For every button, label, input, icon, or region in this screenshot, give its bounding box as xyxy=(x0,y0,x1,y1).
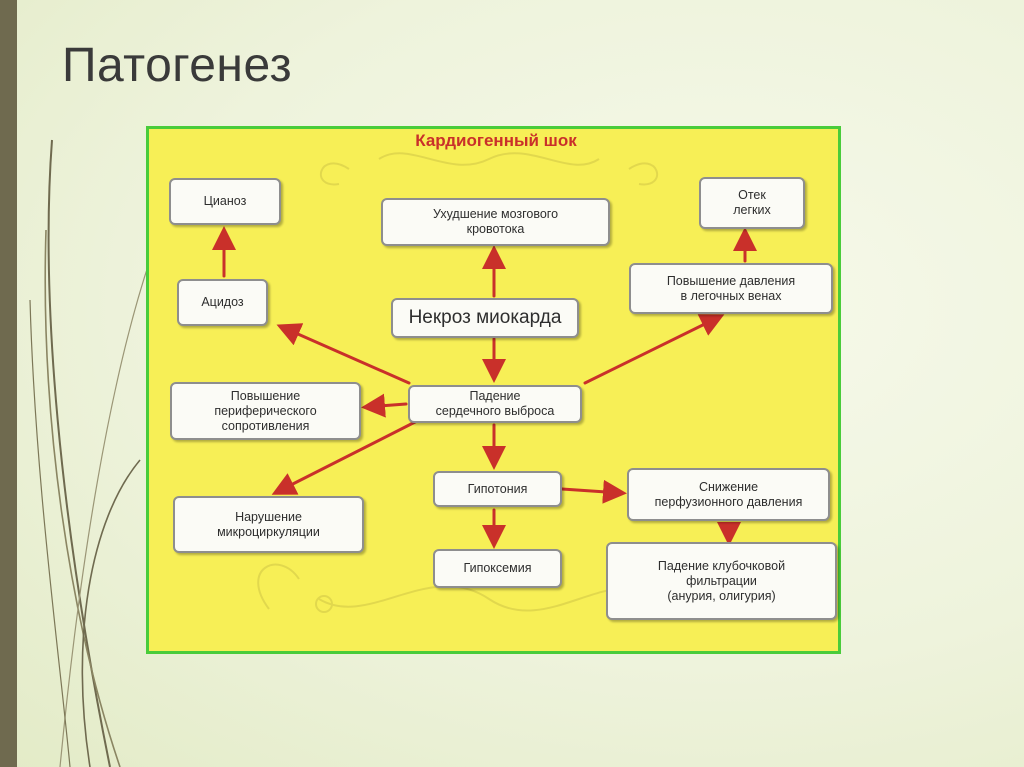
slide-title: Патогенез xyxy=(62,39,293,92)
arrow-output-microcirc xyxy=(271,418,421,495)
node-cyanosis: Цианоз xyxy=(169,178,281,225)
node-hypotension: Гипотония xyxy=(433,471,562,507)
arrow-output-resistance xyxy=(361,393,408,418)
node-cardiac-output: Падение сердечного выброса xyxy=(408,385,582,423)
diagram-title: Кардиогенный шок xyxy=(415,131,577,150)
arrow-output-acidosis xyxy=(276,323,411,385)
node-acidosis: Ацидоз xyxy=(177,279,268,326)
node-peripheral-resistance: Повышение периферического сопротивления xyxy=(170,382,361,440)
node-hypoxemia: Гипоксемия xyxy=(433,549,562,588)
left-accent-bar xyxy=(0,0,17,767)
node-perfusion-pressure: Снижение перфузионного давления xyxy=(627,468,830,521)
arrows-layer xyxy=(212,226,757,549)
node-brain-blood-flow: Ухудшение мозгового кровотока xyxy=(381,198,610,246)
node-microcirculation: Нарушение микроциркуляции xyxy=(173,496,364,553)
arrow-hypotension-perfusion xyxy=(560,479,627,504)
grass-decoration xyxy=(29,139,151,767)
node-pulmonary-pressure: Повышение давления в легочных венах xyxy=(629,263,833,314)
node-myocardial-necrosis: Некроз миокарда xyxy=(391,298,579,338)
pathogenesis-diagram: Кардиогенный шок Цианоз Ацидоз Ухудшение… xyxy=(146,126,841,654)
node-glomerular-filtration: Падение клубочковой фильтрации (анурия, … xyxy=(606,542,837,620)
arrow-output-pressure xyxy=(583,314,725,385)
node-lung-edema: Отек легких xyxy=(699,177,805,229)
